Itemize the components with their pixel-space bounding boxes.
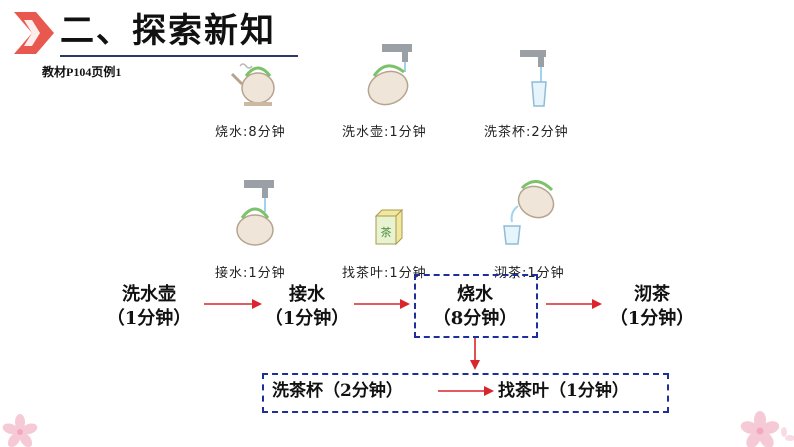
boil-water-box (414, 274, 538, 338)
tea-box-icon: 茶 (374, 208, 404, 246)
arrow-right-icon (438, 386, 494, 396)
flow-step-wash-kettle: 洗水壶 （1分钟） (104, 283, 194, 331)
chevron-icon (14, 12, 54, 54)
flower-decoration-icon (740, 411, 794, 447)
arrow-right-icon (354, 299, 410, 309)
page-title: 二、探索新知 (60, 11, 276, 51)
step-time: （1分钟） (106, 308, 192, 329)
flow-step-boil-water: 烧水 （8分钟） (428, 283, 522, 331)
step-name: 沏茶 (634, 284, 670, 305)
task-time: （2分钟） (323, 381, 403, 401)
task-label: 沏茶:1分钟 (494, 266, 565, 281)
task-label: 找茶叶:1分钟 (342, 266, 427, 281)
title-underline (60, 55, 298, 57)
tea-box-glyph: 茶 (381, 226, 392, 239)
task-label: 烧水:8分钟 (215, 125, 286, 140)
flower-decoration-icon (2, 414, 38, 447)
kettle-boiling-icon (230, 63, 275, 106)
step-time: （8分钟） (432, 308, 518, 329)
task-label: 洗水壶:1分钟 (342, 125, 427, 140)
flow-step-make-tea: 沏茶 （1分钟） (604, 283, 700, 331)
textbook-reference: 教材P104页例1 (42, 65, 122, 79)
kettle-faucet-icon (367, 44, 412, 106)
arrow-right-icon (204, 299, 262, 309)
task-name: 洗茶杯 (272, 381, 323, 401)
step-time: （1分钟） (609, 308, 695, 329)
step-time: （1分钟） (264, 308, 350, 329)
task-time: （1分钟） (549, 381, 629, 401)
task-label: 洗茶杯:2分钟 (484, 125, 569, 140)
task-label: 接水:1分钟 (215, 266, 286, 281)
flow-step-fill-water: 接水 （1分钟） (262, 283, 352, 331)
cup-faucet-icon (520, 50, 547, 107)
kettle-fill-icon (236, 180, 274, 246)
step-name: 接水 (289, 284, 325, 305)
parallel-tasks-box (262, 373, 669, 413)
pour-tea-icon (503, 180, 555, 245)
task-name: 找茶叶 (498, 381, 549, 401)
parallel-task-find-tea: 找茶叶（1分钟） (498, 379, 629, 403)
arrow-right-icon (546, 299, 602, 309)
parallel-task-wash-cups: 洗茶杯（2分钟） (272, 379, 403, 403)
step-name: 洗水壶 (122, 284, 176, 305)
arrow-down-icon (470, 338, 480, 370)
step-name: 烧水 (457, 284, 493, 305)
